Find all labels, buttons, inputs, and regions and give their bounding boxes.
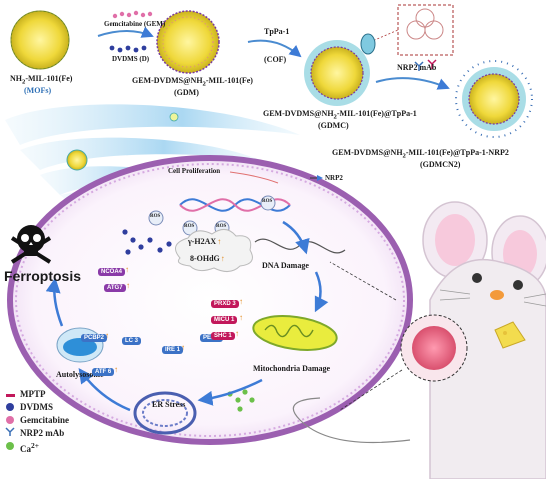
legend-nrp2-mab: NRP2 mAb xyxy=(20,428,65,438)
ncoa4-tag: NCOA4 xyxy=(98,268,126,276)
mof-particle xyxy=(10,10,70,70)
gdmcn2-sub-label: (GDMCN2) xyxy=(420,160,461,169)
up-arrow-icon: ↑ xyxy=(181,343,185,352)
gdm-label-a: GEM-DVDMS@NH xyxy=(132,76,203,85)
skull-crossbones-icon xyxy=(10,225,52,264)
pathway-arrows xyxy=(45,171,329,412)
gdmcn2-label-sub: 2 xyxy=(402,152,406,160)
dna-damage-label: DNA Damage xyxy=(262,261,309,270)
nrp2-antibody-icons xyxy=(414,59,437,71)
mouse-illustration xyxy=(292,201,546,479)
mof-label: NH2-MIL-101(Fe) xyxy=(10,74,72,86)
gdmc-sub-label: (GDMC) xyxy=(318,121,349,130)
lc3-tag: LC 3 xyxy=(122,337,142,345)
tppa-label: TpPa-1 xyxy=(264,27,290,36)
calcium-dots xyxy=(227,389,255,412)
mof-label-sub: 2 xyxy=(22,78,26,86)
gdmcn2-particle xyxy=(455,60,533,138)
mof-label-rest: -MIL-101(Fe) xyxy=(25,74,73,83)
legend-calcium-text: Ca xyxy=(20,444,31,454)
up-arrow-icon: ↑ xyxy=(235,329,239,338)
dvdms-label: DVDMS (D) xyxy=(112,55,150,63)
ire1-tag: IRE 1 xyxy=(162,346,184,354)
up-arrow-icon: ↑ xyxy=(239,313,243,322)
atf6-tag: ATF 6 xyxy=(92,368,115,376)
legend-dvdms: DVDMS xyxy=(20,402,53,412)
ros-label-1: ROS xyxy=(150,214,161,219)
mof-label-text: NH xyxy=(10,74,22,83)
prxd3-tag: PRXD 3 xyxy=(211,300,239,308)
gdmcn2-label-a: GEM-DVDMS@NH xyxy=(332,148,403,157)
gdm-sub-label: (GDM) xyxy=(174,88,199,97)
legend-icons xyxy=(5,394,15,450)
dvdms-dots-cell xyxy=(122,229,172,255)
cof-label: (COF) xyxy=(264,55,287,64)
nrp2-receptor-label: NRP2 xyxy=(325,174,343,182)
up-arrow-icon: ↑ xyxy=(126,281,130,290)
shc1-tag: SHC 1 xyxy=(211,332,235,340)
mitochondria xyxy=(252,315,338,351)
micu1-tag: MICU 1 xyxy=(211,316,238,324)
cell-proliferation-label: Cell Proliferation xyxy=(168,167,221,175)
gdm-label-sub: 2 xyxy=(202,80,206,88)
gem-dots xyxy=(112,10,153,19)
gdmcn2-label: GEM-DVDMS@NH2-MIL-101(Fe)@TpPa-1-NRP2 xyxy=(332,148,509,160)
cof-zoom-inset xyxy=(360,4,454,56)
gdm-label: GEM-DVDMS@NH2-MIL-101(Fe) xyxy=(132,76,253,88)
mito-damage-label: Mitochondria Damage xyxy=(253,364,331,373)
ros-label-4: ROS xyxy=(262,199,273,204)
up-arrow-icon: ↑ xyxy=(217,237,222,246)
ros-label-2: ROS xyxy=(184,224,195,229)
up-arrow-icon: ↑ xyxy=(239,297,243,306)
top-process-arrows xyxy=(97,26,450,90)
gdmc-label-sub: 2 xyxy=(333,113,337,121)
gdmc-label-a: GEM-DVDMS@NH xyxy=(263,109,334,118)
legend-mptp: MPTP xyxy=(20,389,46,399)
h2ax-text: γ-H2AX xyxy=(188,237,217,246)
up-arrow-icon: ↑ xyxy=(220,254,225,263)
gdm-label-c: -MIL-101(Fe) xyxy=(205,76,253,85)
gem-label: Gemcitabine (GEM) xyxy=(104,20,166,28)
er-stress-structure xyxy=(133,391,197,435)
gdmcn2-label-c: -MIL-101(Fe)@TpPa-1-NRP2 xyxy=(405,148,509,157)
legend-gemcitabine: Gemcitabine xyxy=(20,415,69,425)
ferroptosis-label: Ferroptosis xyxy=(4,268,82,284)
up-arrow-icon: ↑ xyxy=(125,265,129,274)
gdmc-label-c: -MIL-101(Fe)@TpPa-1 xyxy=(336,109,417,118)
up-arrow-icon: ↑ xyxy=(105,331,109,340)
ros-label-3: ROS xyxy=(216,224,227,229)
er-stress-label: ER Stress xyxy=(152,400,186,409)
nrp2-mab-label: NRP2 mAb xyxy=(397,63,437,72)
pcbp2-tag: PCBP2 xyxy=(81,334,108,342)
legend-calcium-sup: 2+ xyxy=(31,441,40,450)
ohdg-label: 8-OHdG↑ xyxy=(190,254,225,263)
gdmc-particle xyxy=(304,40,370,106)
mof-sub-label: (MOFs) xyxy=(24,86,52,95)
gdmc-label: GEM-DVDMS@NH2-MIL-101(Fe)@TpPa-1 xyxy=(263,109,417,121)
dvdms-dots xyxy=(109,45,147,53)
autolysosome-label: Autolysosome xyxy=(56,370,104,379)
up-arrow-icon: ↑ xyxy=(114,365,118,374)
legend-calcium: Ca2+ xyxy=(20,441,39,454)
gdm-particle xyxy=(156,10,220,74)
atg7-tag: ATG7 xyxy=(104,284,126,292)
tumor-zoom xyxy=(329,261,468,411)
ohdg-text: 8-OHdG xyxy=(190,254,220,263)
h2ax-label: γ-H2AX↑ xyxy=(188,237,221,246)
